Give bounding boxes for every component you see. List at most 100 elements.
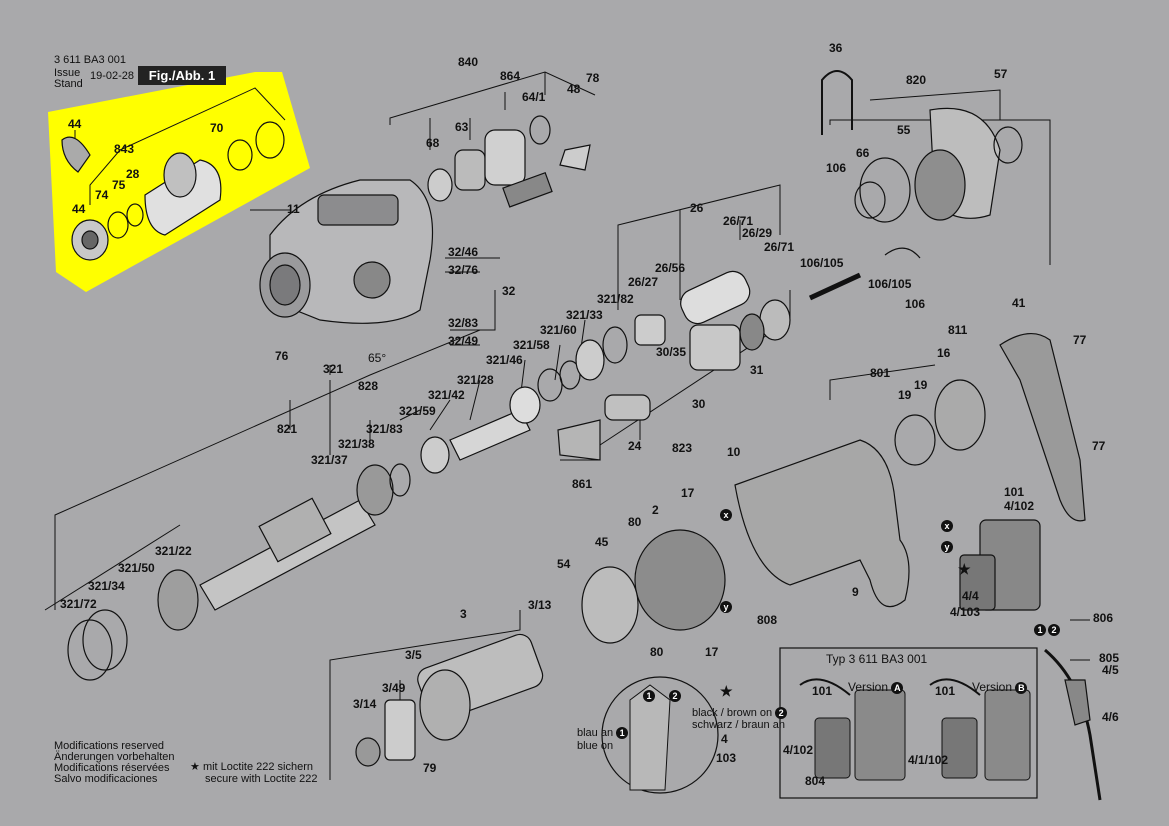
part-label: 77 — [1092, 439, 1106, 453]
part-label: 64/1 — [522, 90, 546, 104]
part-label: 808 — [757, 613, 778, 627]
part-label: 840 — [458, 55, 479, 69]
part-label: 80 — [650, 645, 664, 659]
modifications-note-2: Änderungen vorbehalten — [54, 751, 175, 763]
part-label: 48 — [567, 82, 581, 96]
part-label: 4/1/102 — [908, 753, 949, 767]
part-label: 79 — [423, 761, 437, 775]
part-label: 843 — [114, 142, 135, 156]
part-label: 78 — [586, 71, 600, 85]
doc-number: 3 611 BA3 001 — [54, 54, 126, 66]
issue-date: 19-02-28 — [90, 70, 135, 82]
part-label: 106 — [826, 161, 847, 175]
chuck-parts — [61, 121, 285, 261]
part-label: 3 — [460, 607, 467, 621]
part-label: 805 — [1099, 651, 1120, 665]
part-label: 2 — [652, 503, 659, 517]
part-label: 26/29 — [742, 226, 773, 240]
part-label: 66 — [856, 146, 870, 160]
angle-label: 65° — [368, 351, 387, 365]
gearbox-housing — [259, 179, 433, 324]
modifications-note-1: Modifications reserved — [54, 740, 165, 752]
loctite-star-icon: ★ — [720, 683, 733, 699]
part-label: 9 — [852, 585, 859, 599]
motor-housing — [355, 333, 1102, 801]
part-label: 103 — [716, 751, 737, 765]
part-label: 3/5 — [405, 648, 422, 662]
part-label: 101 — [1004, 485, 1025, 499]
part-label: 17 — [705, 645, 719, 659]
part-label: 19 — [914, 378, 928, 392]
modifications-note-4: Salvo modificaciones — [54, 773, 158, 785]
part-label: 31 — [750, 363, 764, 377]
part-label: 4/5 — [1102, 663, 1119, 677]
part-label: 77 — [1073, 333, 1087, 347]
part-label: 321/72 — [60, 597, 97, 611]
part-label: 106/105 — [800, 256, 844, 270]
part-label: 3/49 — [382, 681, 406, 695]
part-label: 321/37 — [311, 453, 348, 467]
part-label: 26 — [690, 201, 704, 215]
loctite-note-de: ★ mit Loctite 222 sichern — [190, 761, 313, 773]
part-label: 4 — [721, 732, 728, 746]
part-label: 68 — [426, 136, 440, 150]
modifications-note-3: Modifications réservées — [54, 762, 170, 774]
part-label: 55 — [897, 123, 911, 137]
issue-label: Issue — [54, 67, 81, 79]
part-label: 70 — [210, 121, 224, 135]
part-label: 321/33 — [566, 308, 603, 322]
intermediate-shaft-parts — [427, 115, 591, 208]
part-label: 101 — [935, 684, 956, 698]
loctite-star-icon: ★ — [958, 561, 971, 577]
part-label: 44 — [68, 117, 82, 131]
part-label: 321/46 — [486, 353, 523, 367]
inset-switch-a — [799, 678, 906, 781]
part-label: 321/83 — [366, 422, 403, 436]
black-brown-note: black / brown on 2 — [692, 707, 788, 720]
part-label: 32/83 — [448, 316, 479, 330]
part-label: 321/28 — [457, 373, 494, 387]
part-label: 3/13 — [528, 598, 552, 612]
part-label: 16 — [937, 346, 951, 360]
blau-an-note: blau an 1 — [577, 727, 629, 740]
part-label: 63 — [455, 120, 469, 134]
gear-housing-top-right — [808, 70, 1023, 301]
part-label: 321/22 — [155, 544, 192, 558]
part-label: 106/105 — [868, 277, 912, 291]
version-b-label: Version B — [972, 680, 1028, 694]
part-label: 19 — [898, 388, 912, 402]
part-label: 74 — [95, 188, 109, 202]
part-label: 828 — [358, 379, 379, 393]
marker-two: 2 — [1048, 623, 1060, 636]
marker-one: 1 — [1034, 623, 1046, 636]
part-label: 10 — [727, 445, 741, 459]
schwarz-braun-note: schwarz / braun an — [692, 719, 785, 731]
part-label: 806 — [1093, 611, 1114, 625]
version-inset-box — [779, 647, 1038, 799]
part-label: 321/50 — [118, 561, 155, 575]
marker-one: 1 — [643, 689, 655, 702]
part-label: 28 — [126, 167, 140, 181]
inset-title: Typ 3 611 BA3 001 — [826, 652, 928, 666]
part-label: 17 — [681, 486, 695, 500]
part-label: 321/58 — [513, 338, 550, 352]
part-label: 321/59 — [399, 404, 436, 418]
part-label: 804 — [805, 774, 826, 788]
part-label: 821 — [277, 422, 298, 436]
part-label: 75 — [112, 178, 126, 192]
part-label: 54 — [557, 557, 571, 571]
part-label: 4/102 — [1004, 499, 1035, 513]
part-label: 26/27 — [628, 275, 659, 289]
part-label: 106 — [905, 297, 926, 311]
part-label: 24 — [628, 439, 642, 453]
inset-switch-b — [929, 678, 1031, 781]
part-label: 861 — [572, 477, 593, 491]
part-label: 823 — [672, 441, 693, 455]
marker-y: y — [720, 600, 732, 613]
part-label: 80 — [628, 515, 642, 529]
marker-y: y — [941, 540, 953, 553]
part-label: 32/46 — [448, 245, 479, 259]
part-label: 30 — [692, 397, 706, 411]
part-label: 44 — [72, 202, 86, 216]
